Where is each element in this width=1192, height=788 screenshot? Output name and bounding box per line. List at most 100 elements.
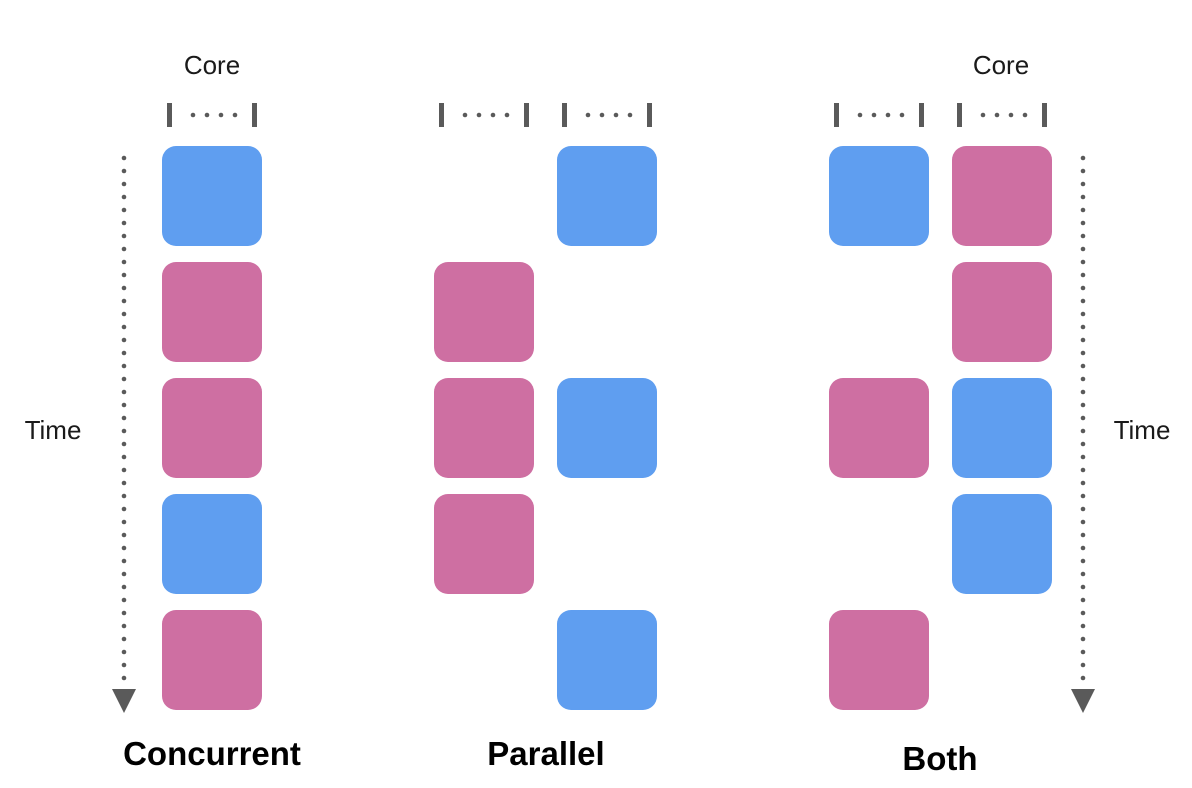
- time-axis-dot: [1080, 298, 1086, 304]
- time-axis-dot: [121, 519, 127, 525]
- title-concurrent: Concurrent: [123, 735, 301, 772]
- task-block-blue: [557, 378, 657, 478]
- time-axis-dot: [1080, 558, 1086, 564]
- time-axis-dot: [1080, 337, 1086, 343]
- task-block-pink: [829, 610, 929, 710]
- core-bracket-left-bar: [562, 103, 567, 127]
- time-axis-dot: [121, 480, 127, 486]
- core-bracket-dot: [204, 112, 210, 118]
- time-axis-dot: [121, 337, 127, 343]
- time-axis-dot: [1080, 571, 1086, 577]
- core-bracket-right-bar: [252, 103, 257, 127]
- time-axis-dot: [1080, 155, 1086, 161]
- task-block-pink: [162, 610, 262, 710]
- time-axis-dot: [121, 675, 127, 681]
- core-bracket-dot: [613, 112, 619, 118]
- core-bracket-dot: [871, 112, 877, 118]
- time-axis-dot: [1080, 181, 1086, 187]
- core-bracket-right-bar: [647, 103, 652, 127]
- time-axis-dot: [1080, 324, 1086, 330]
- time-axis-dot: [1080, 233, 1086, 239]
- time-axis-dot: [121, 324, 127, 330]
- time-axis-dot: [121, 467, 127, 473]
- time-axis-dot: [1080, 532, 1086, 538]
- task-block-blue: [557, 146, 657, 246]
- core-bracket: [439, 103, 529, 127]
- core-bracket-right-bar: [919, 103, 924, 127]
- task-block-pink: [952, 146, 1052, 246]
- task-block-blue: [162, 494, 262, 594]
- time-axis-dot: [1080, 220, 1086, 226]
- core-bracket-dot: [585, 112, 591, 118]
- task-block-pink: [434, 494, 534, 594]
- time-axis-dot: [1080, 350, 1086, 356]
- time-axis-right: [1071, 155, 1095, 713]
- time-axis-dot: [1080, 207, 1086, 213]
- core-bracket-dot: [462, 112, 468, 118]
- task-block-blue: [952, 378, 1052, 478]
- time-axis-dot: [121, 610, 127, 616]
- time-axis-dot: [1080, 168, 1086, 174]
- time-axis-dot: [121, 259, 127, 265]
- time-axis-dot: [121, 168, 127, 174]
- time-axis-dot: [1080, 194, 1086, 200]
- time-axis-dot: [121, 233, 127, 239]
- time-axis-dot: [1080, 519, 1086, 525]
- time-axis-dot: [1080, 259, 1086, 265]
- time-axis-dot: [1080, 272, 1086, 278]
- time-label-right: Time: [1114, 415, 1171, 445]
- core-brackets: [167, 103, 1047, 127]
- core-bracket: [957, 103, 1047, 127]
- time-axis-dot: [121, 350, 127, 356]
- core-bracket-dot: [899, 112, 905, 118]
- core-bracket-dot: [980, 112, 986, 118]
- time-axis-dot: [1080, 584, 1086, 590]
- time-axis-dot: [121, 285, 127, 291]
- core-bracket-dot: [857, 112, 863, 118]
- time-axis-dot: [121, 454, 127, 460]
- time-axis-dot: [121, 636, 127, 642]
- task-block-blue: [952, 494, 1052, 594]
- time-axis-dot: [1080, 649, 1086, 655]
- time-axis-dot: [121, 311, 127, 317]
- task-block-blue: [557, 610, 657, 710]
- time-axis-dot: [121, 155, 127, 161]
- core-bracket: [562, 103, 652, 127]
- time-axis-dot: [121, 545, 127, 551]
- time-axis-dot: [1080, 480, 1086, 486]
- time-axis-dot: [121, 376, 127, 382]
- time-axis-dot: [1080, 311, 1086, 317]
- time-axis-dot: [1080, 376, 1086, 382]
- core-bracket-dot: [994, 112, 1000, 118]
- time-axis-dot: [1080, 389, 1086, 395]
- time-axis-dot: [121, 493, 127, 499]
- title-parallel: Parallel: [487, 735, 604, 772]
- title-both: Both: [902, 740, 977, 777]
- core-bracket-left-bar: [957, 103, 962, 127]
- time-axis-dot: [1080, 454, 1086, 460]
- time-axis-dot: [1080, 623, 1086, 629]
- core-bracket: [167, 103, 257, 127]
- core-bracket-left-bar: [167, 103, 172, 127]
- time-axis-dot: [121, 649, 127, 655]
- time-axis-dot: [1080, 246, 1086, 252]
- time-axis-dot: [121, 207, 127, 213]
- core-bracket-dot: [232, 112, 238, 118]
- time-axis-dot: [1080, 493, 1086, 499]
- time-axis-dot: [121, 402, 127, 408]
- time-axis-dot: [121, 662, 127, 668]
- time-axis-dot: [121, 506, 127, 512]
- core-bracket-dot: [599, 112, 605, 118]
- time-axis-dot: [1080, 636, 1086, 642]
- time-axis-dot: [121, 246, 127, 252]
- core-bracket-dot: [218, 112, 224, 118]
- core-bracket: [834, 103, 924, 127]
- time-axis-dot: [1080, 467, 1086, 473]
- core-label-right: Core: [973, 50, 1029, 80]
- time-axis-dot: [121, 571, 127, 577]
- time-axis-dot: [121, 584, 127, 590]
- time-axis-dot: [121, 220, 127, 226]
- core-bracket-dot: [885, 112, 891, 118]
- core-bracket-left-bar: [834, 103, 839, 127]
- task-block-pink: [162, 262, 262, 362]
